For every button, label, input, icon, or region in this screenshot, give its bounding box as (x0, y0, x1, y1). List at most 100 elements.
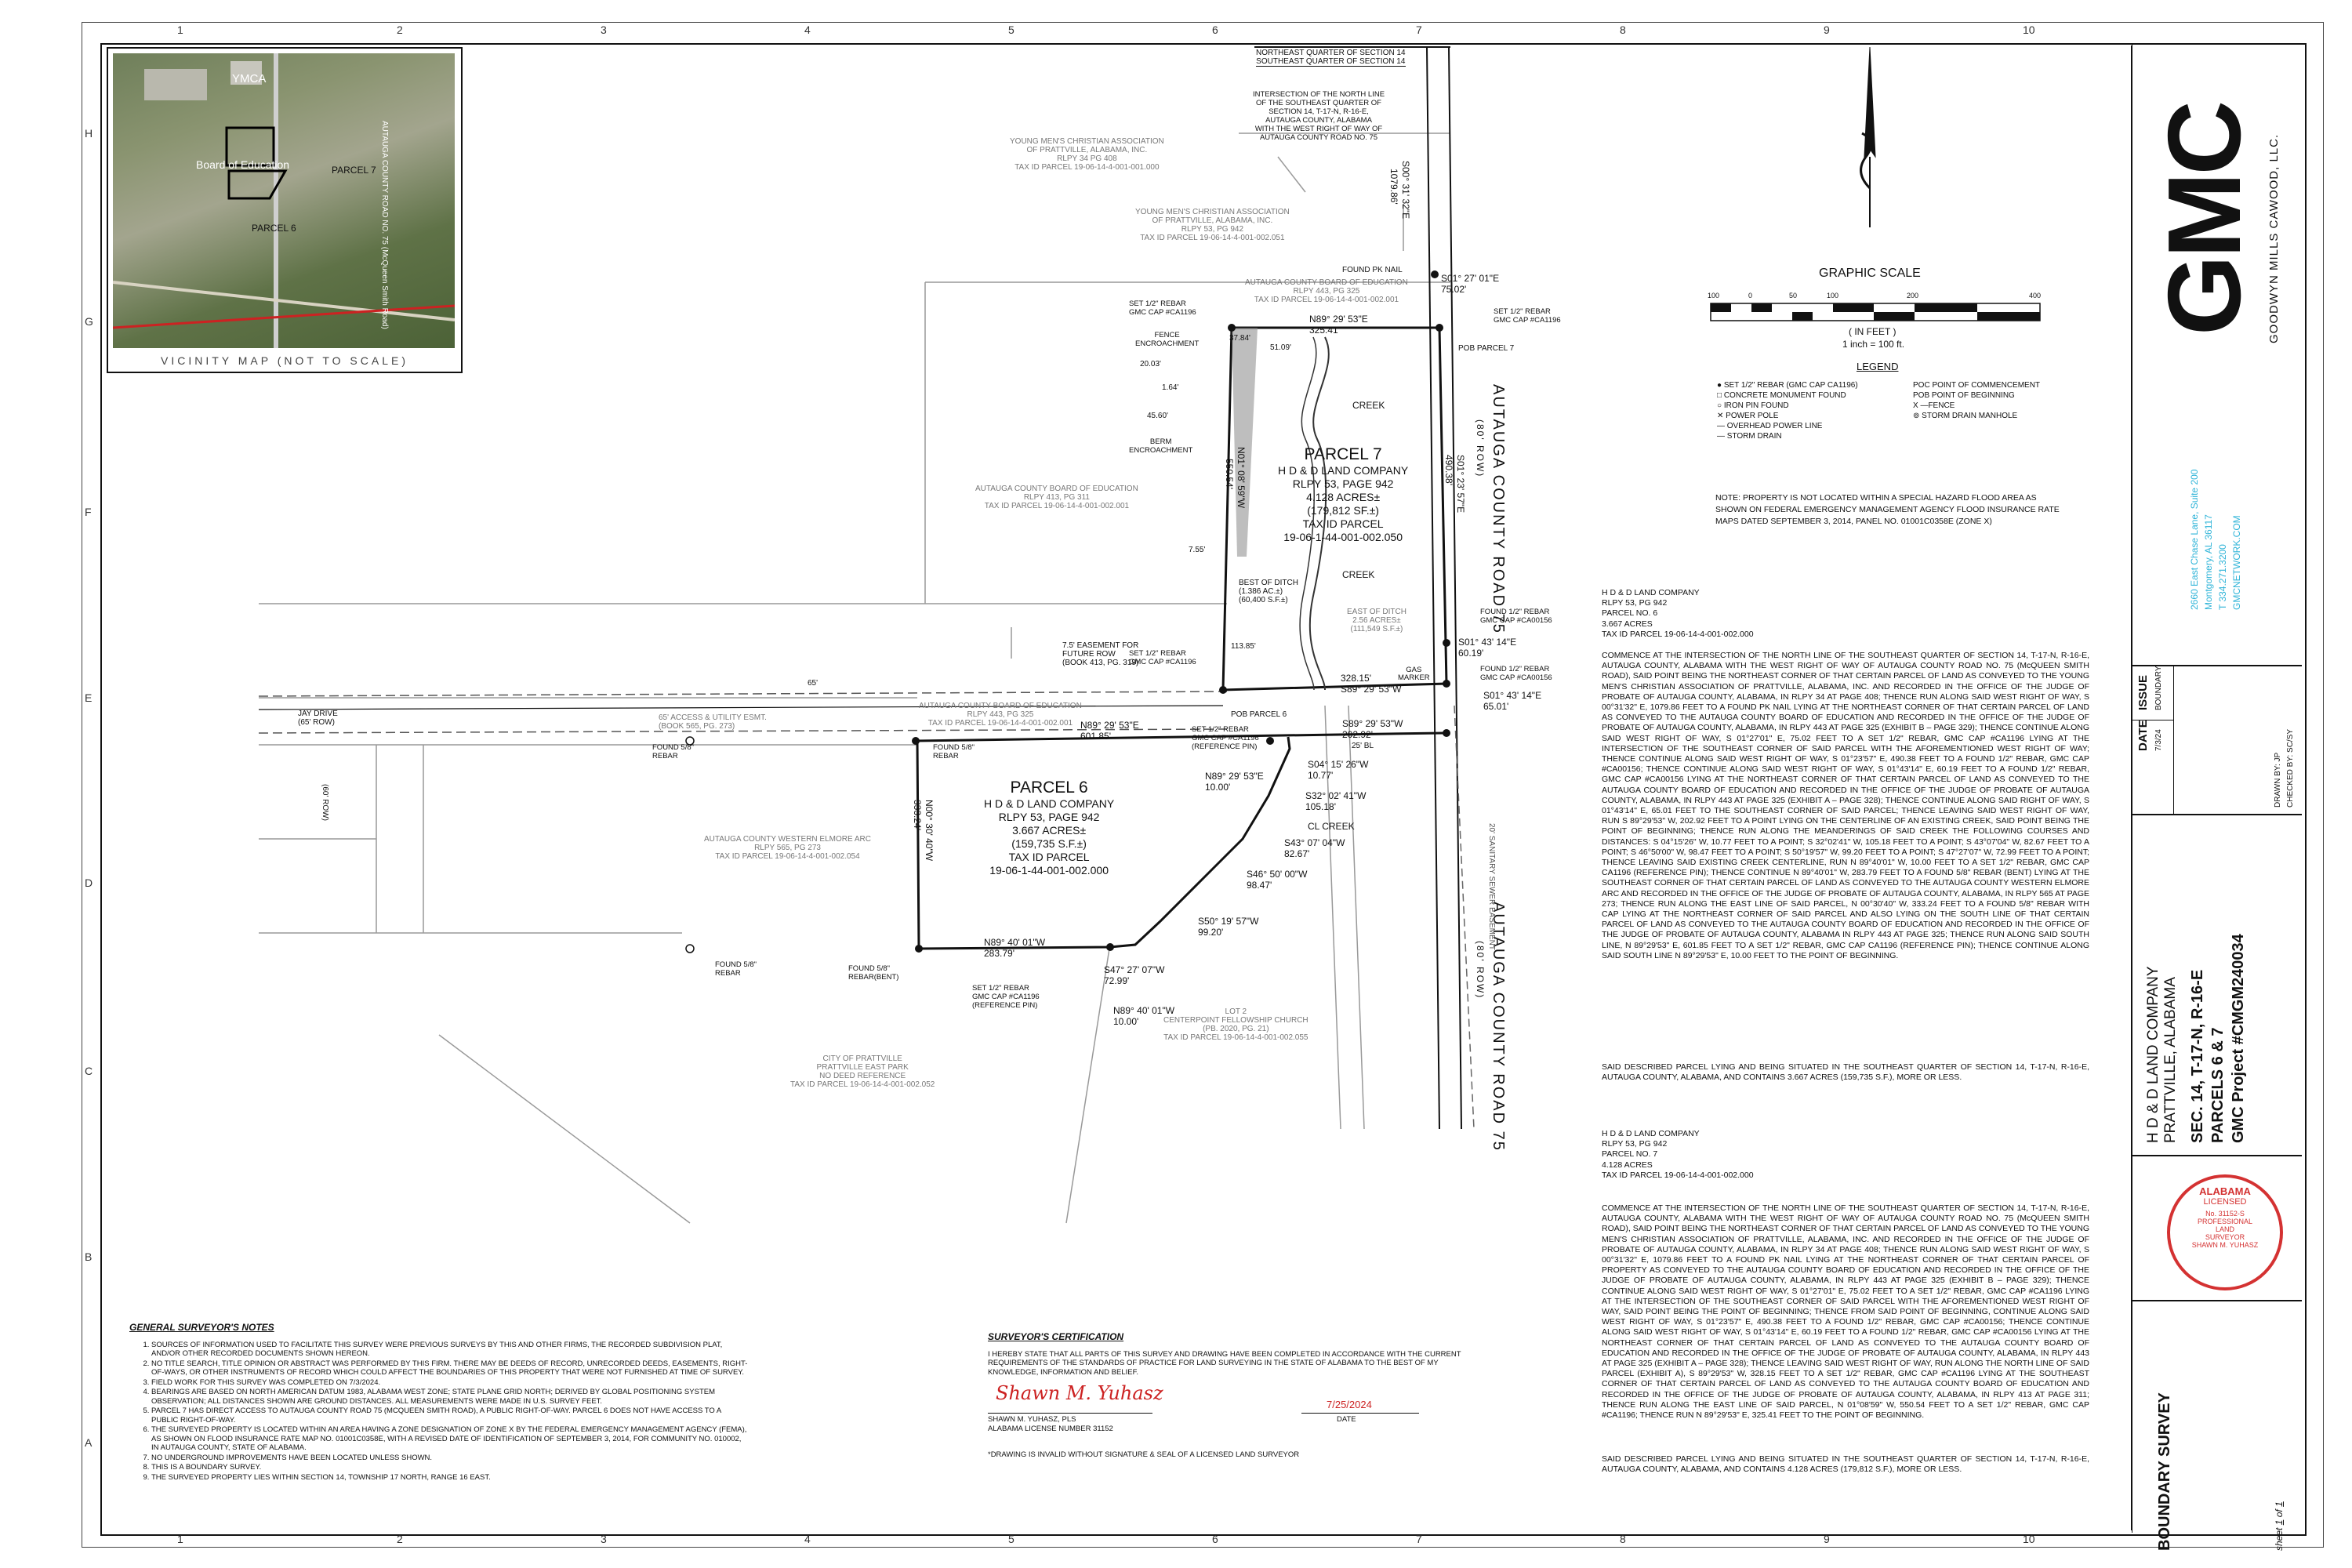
sheet-title: BOUNDARY SURVEY (2156, 1392, 2173, 1551)
surveyor-signature: Shawn M. Yuhasz (996, 1382, 1163, 1404)
intersection-note: INTERSECTION OF THE NORTH LINE OF THE SO… (1253, 90, 1385, 142)
legend-storm-manhole: ⊚ STORM DRAIN MANHOLE (1913, 412, 2018, 420)
issue-boundary-date: 7/3/24 (2154, 729, 2163, 751)
legend-right-column: POC POINT OF COMMENCEMENT POB POINT OF B… (1913, 381, 2041, 420)
grid-col-2: 2 (397, 24, 403, 36)
company-address: 2660 East Chase Lane, Suite 200 Montgome… (2189, 469, 2242, 610)
access-utility-easement: 65' ACCESS & UTILITY ESMT.(BOOK 565, PG.… (659, 713, 767, 731)
legend-power-pole: ✕ POWER POLE (1717, 412, 1779, 420)
call-n01-08-59: N01° 08' 59"W (1236, 447, 1247, 509)
found-58-rebar-3: FOUND 5/8"REBAR (715, 960, 757, 978)
call-s00-31-32: S00° 31' 32"E (1400, 161, 1411, 220)
creek-label-2: CREEK (1342, 569, 1375, 580)
grid-col-7-bottom: 7 (1416, 1533, 1422, 1545)
grid-row-c: C (85, 1065, 93, 1077)
issue-header: ISSUE (2136, 674, 2150, 710)
road-60-row: (60' ROW) (321, 784, 329, 821)
survey-plat-drawing (258, 43, 2132, 1533)
section-township-range: SEC. 14, T-17-N, R-16-E (2189, 969, 2206, 1143)
legend-set-rebar: ● SET 1/2" REBAR (GMC CAP CA1196) (1717, 381, 1858, 390)
scale-tick-400: 400 (2029, 292, 2042, 299)
grid-col-9-bottom: 9 (1824, 1533, 1830, 1545)
flood-note: NOTE: PROPERTY IS NOT LOCATED WITHIN A S… (1715, 493, 2060, 526)
grid-col-3: 3 (601, 24, 607, 36)
graphic-scale-bar (1710, 303, 2041, 321)
grid-col-4: 4 (804, 24, 811, 36)
grid-col-8-bottom: 8 (1620, 1533, 1626, 1545)
grid-col-5-bottom: 5 (1008, 1533, 1014, 1545)
outer-border (82, 22, 2324, 1548)
grid-col-9: 9 (1824, 24, 1830, 36)
surveyor-license: ALABAMA LICENSE NUMBER 31152 (988, 1425, 1113, 1433)
note-5: PARCEL 7 HAS DIRECT ACCESS TO AUTAUGA CO… (151, 1406, 749, 1425)
note-2: NO TITLE SEARCH, TITLE OPINION OR ABSTRA… (151, 1359, 749, 1377)
parcel-6-desc-body: COMMENCE AT THE INTERSECTION OF THE NORT… (1602, 651, 2089, 960)
note-6: THE SURVEYED PROPERTY IS LOCATED WITHIN … (151, 1425, 749, 1453)
grid-row-e: E (85, 691, 93, 704)
note-3: FIELD WORK FOR THIS SURVEY WAS COMPLETED… (151, 1378, 749, 1388)
grid-col-10-bottom: 10 (2023, 1533, 2035, 1545)
dim-7-55: 7.55' (1189, 546, 1206, 554)
vicinity-aerial-image (113, 53, 455, 348)
notes-title: GENERAL SURVEYOR'S NOTES (129, 1322, 274, 1333)
scale-ratio: 1 inch = 100 ft. (1842, 339, 1905, 350)
vicinity-label-parcel7: PARCEL 7 (332, 165, 376, 176)
scale-tick-100: 100 (1827, 292, 1839, 299)
found-pk-nail: FOUND PK NAIL (1342, 266, 1403, 274)
checked-by: CHECKED BY: SC/SY (2286, 728, 2295, 808)
note-4: BEARINGS ARE BASED ON NORTH AMERICAN DAT… (151, 1388, 749, 1406)
call-1079-86: 1079.86' (1388, 169, 1399, 205)
jay-drive-label: JAY DRIVE(65' ROW) (298, 710, 338, 727)
pob-parcel-7: POB PARCEL 7 (1458, 344, 1515, 353)
grid-col-6-bottom: 6 (1212, 1533, 1218, 1545)
grid-col-5: 5 (1008, 24, 1014, 36)
grid-row-f: F (85, 506, 92, 518)
surveyor-certification: SURVEYOR'S CERTIFICATION I HEREBY STATE … (988, 1331, 1482, 1460)
grid-col-8: 8 (1620, 24, 1626, 36)
grid-col-7: 7 (1416, 24, 1422, 36)
dim-1-64: 1.64' (1162, 383, 1179, 392)
grid-row-b: B (85, 1250, 93, 1263)
issue-boundary: BOUNDARY (2154, 666, 2163, 711)
note-9: THE SURVEYED PROPERTY LIES WITHIN SECTIO… (151, 1473, 749, 1483)
parcel-7-label: PARCEL 7 H D & D LAND COMPANY RLPY 53, P… (1278, 445, 1409, 543)
note-8: THIS IS A BOUNDARY SURVEY. (151, 1463, 749, 1472)
legend-concrete-monument: □ CONCRETE MONUMENT FOUND (1717, 391, 1846, 400)
call-333-24: 333.24' (912, 800, 923, 830)
cert-date: 7/25/2024 (1327, 1399, 1372, 1410)
dim-45-60: 45.60' (1147, 412, 1168, 420)
grid-col-1-bottom: 1 (177, 1533, 183, 1545)
call-550-54: 550.54' (1224, 459, 1235, 489)
road-row-south: (80' ROW) (1475, 941, 1486, 1000)
legend-storm-drain: — STORM DRAIN (1717, 432, 1782, 441)
issue-date-header: DATE (2136, 720, 2150, 751)
parcel-6-desc-tail: SAID DESCRIBED PARCEL LYING AND BEING SI… (1602, 1062, 2089, 1083)
grid-row-h: H (85, 127, 93, 140)
cert-title: SURVEYOR'S CERTIFICATION (988, 1331, 1124, 1342)
grid-col-6: 6 (1212, 24, 1218, 36)
surveyor-name: SHAWN M. YUHASZ, PLS (988, 1415, 1076, 1424)
cert-body: I HEREBY STATE THAT ALL PARTS OF THIS SU… (988, 1349, 1461, 1377)
